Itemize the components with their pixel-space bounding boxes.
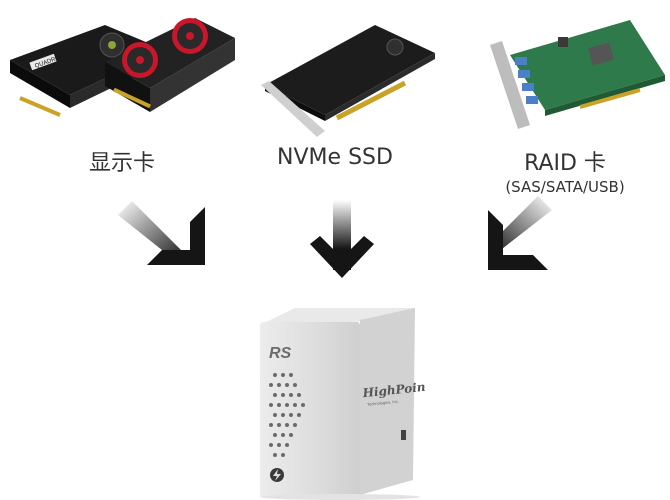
graphics-card-image: QUADRO [10,18,235,117]
arrow-down-right-icon [118,201,205,265]
side-port [401,430,406,440]
label-graphics-card: 显示卡 [88,151,155,176]
nvme-ssd-card-image [261,25,435,137]
gpu-red-card [105,18,235,112]
rs-badge: RS [269,345,292,362]
brand-logo: HighPoint [361,379,425,400]
label-raid-card: RAID 卡 [524,151,606,176]
thunderbolt-icon [270,468,284,482]
arrow-down-icon [310,200,374,278]
label-raid-interfaces: (SAS/SATA/USB) [505,178,625,196]
raid-card-image [490,20,665,129]
arrow-down-left-icon [488,196,552,270]
arrow-icon [118,196,552,278]
brand-subtitle: Technologies, Inc. [367,399,399,407]
enclosure-image: RS HighPoint Technologies, Inc. [260,308,425,500]
label-nvme-ssd: NVMe SSD [277,145,393,170]
vent-grille [269,373,305,457]
